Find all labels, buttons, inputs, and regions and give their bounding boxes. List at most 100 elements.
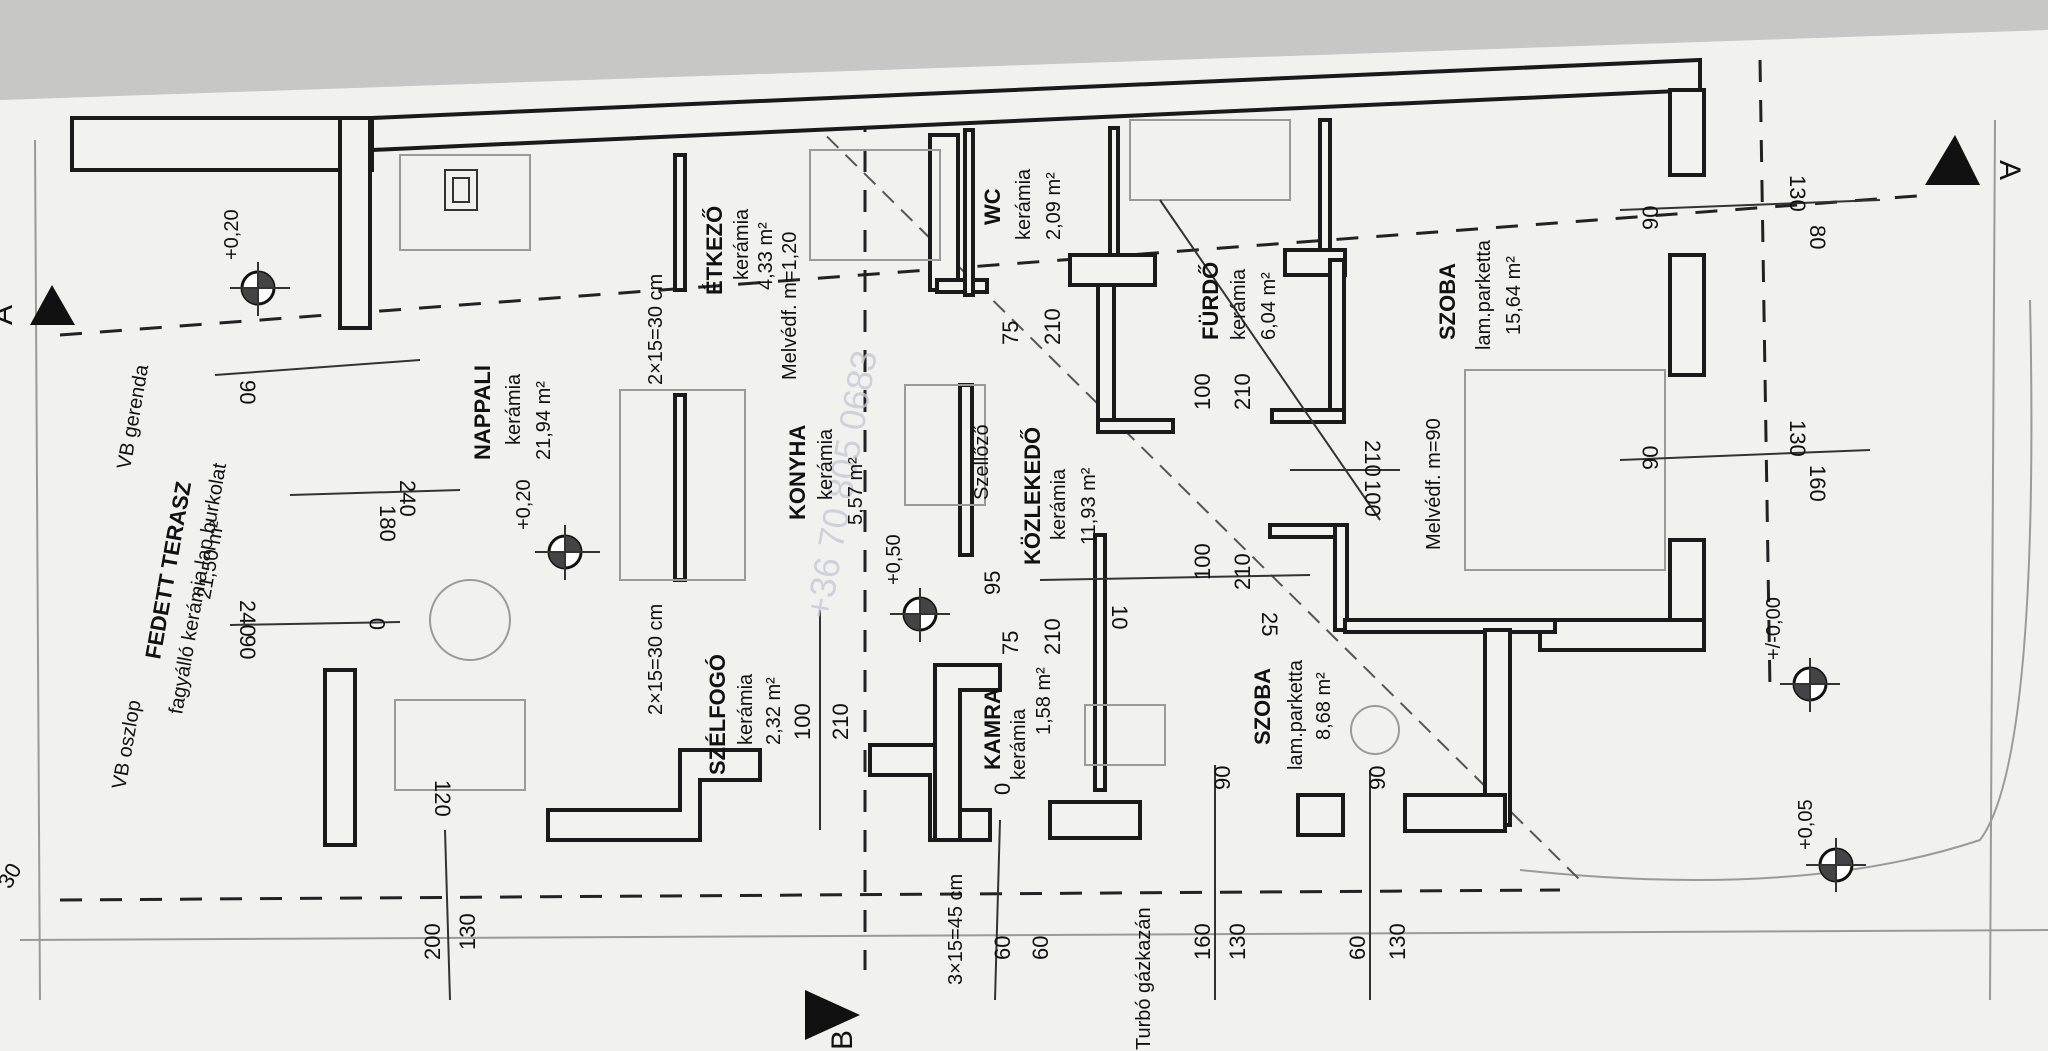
room-area: 2,32 m² [763,677,785,745]
room-szoba-1: SZOBA lam.parketta 15,64 m² [1435,239,1525,350]
room-kozlekedo: KÖZLEKEDŐ kerámia 11,93 m² Szellőző [971,424,1100,565]
fixtures [394,119,1666,791]
room-name: SZÉLFOGÓ [705,654,730,775]
room-szelfogo: SZÉLFOGÓ kerámia 2,32 m² [705,654,785,775]
level-text: +0,20 [221,209,243,260]
room-kamra: KAMRA kerámia 1,58 m² [980,667,1055,780]
dim-label: 210 [1040,308,1065,345]
dim-label: 210 [1040,618,1065,655]
level-text: +/-0,00 [1763,597,1785,660]
dim-label: 210 [1230,373,1255,410]
room-napali: NAPPALI kerámia 21,94 m² +0,20 [470,365,555,530]
dim-label: 60 [990,936,1015,960]
room-name: FÜRDŐ [1198,262,1223,340]
dim-label: 95 [980,571,1005,595]
room-floor: kerámia [735,673,757,745]
room-area: 2,09 m² [1043,172,1065,240]
section-label-b: B [826,1030,859,1050]
room-name: SZOBA [1250,668,1275,745]
stair-note: 2×15=30 cm [645,604,667,715]
section-lines [59,59,1931,970]
parapet-note: Melvédf. m=90 [1423,418,1445,550]
dim-label: 130 [1785,175,1810,212]
room-area: 6,04 m² [1258,272,1280,340]
room-area: 1,58 m² [1033,667,1055,735]
stair-note: 2×15=30 cm [645,274,667,385]
room-furdo: FÜRDŐ kerámia 6,04 m² [1198,262,1280,340]
section-label-a-top: A [0,305,19,325]
dim-label: 100 [1190,373,1215,410]
room-name: NAPPALI [470,365,495,460]
dim-label: 130 [1785,420,1810,457]
room-floor: kerámia [1008,708,1030,780]
section-b-triangle [805,990,860,1040]
dim-label: 160 [1805,465,1830,502]
level-text: +0,05 [1795,799,1817,850]
room-area: 15,64 m² [1503,256,1525,335]
room-floor: lam.parketta [1473,239,1495,350]
level-marker [535,525,600,580]
dim-label: 60 [1345,936,1370,960]
dim-label: 100 [790,703,815,740]
dim-label: 180 [375,505,400,542]
dim-label: 90 [235,380,260,404]
dim-label: 90 [1638,206,1663,230]
walls [70,57,1706,847]
level-marker [230,262,290,316]
stair-note: 3×15=45 cm [945,874,967,985]
dim-label: 120 [430,780,455,817]
dim-label: 0 [990,783,1015,795]
level-marker [1806,838,1866,892]
dim-label: 25 [1257,612,1282,636]
dim-label: 90 [1365,766,1390,790]
dim-label: 60 [1028,936,1053,960]
room-floor: kerámia [1048,468,1070,540]
dim-label: 160 [1190,923,1215,960]
dim-label: 210 [1230,553,1255,590]
dim-label: 100 [1190,543,1215,580]
dim-label: 0 [365,618,390,630]
dim-label: 75 [998,321,1023,345]
room-floor: kerámia [731,208,753,280]
room-name: WC [980,188,1005,225]
room-konyha: KONYHA kerámia 5,57 m² +0,50 [785,425,905,585]
dim-label: 90 [1638,446,1663,470]
room-szoba-2: SZOBA lam.parketta 8,68 m² [1250,659,1335,770]
level-text: +0,50 [883,534,905,585]
room-note: Melvédf. m=1,20 [779,232,801,380]
dimension-lines [214,199,1881,1001]
room-floor: lam.parketta [1285,659,1307,770]
vent-label: Szellőző [971,424,993,500]
room-area: 8,68 m² [1313,672,1335,740]
room-floor: kerámia [1228,268,1250,340]
level-marker [890,588,950,642]
room-name: KÖZLEKEDŐ [1020,427,1045,565]
dim-label: 10 [1107,605,1132,629]
room-area: 21,94 m² [533,381,555,460]
dim-label: 75 [998,631,1023,655]
room-name: KAMRA [980,688,1005,770]
section-a-right-triangle [1925,135,1980,185]
room-name: KONYHA [785,425,810,520]
room-wc: WC kerámia 2,09 m² [980,168,1065,240]
dim-label: 240 [395,480,420,517]
paper-sheet [0,30,2048,1051]
dim-label: 90 [1210,766,1235,790]
room-floor: kerámia [1013,168,1035,240]
level-text: +0,20 [513,479,535,530]
room-etkezo: ÉTKEZŐ kerámia 4,33 m² Melvédf. m=1,20 [702,206,801,380]
dim-label: 210 [1360,440,1385,477]
dim-label: 130 [1225,923,1250,960]
room-floor: kerámia [503,373,525,445]
reference-lines [19,119,2048,1001]
room-area: 11,93 m² [1078,467,1100,545]
room-name: ÉTKEZŐ [702,206,727,295]
dim-label: 200 [420,923,445,960]
boiler-label: Turbó gázkazán [1133,907,1155,1050]
paper-shadow [0,0,2048,100]
level-markers [230,262,1866,892]
room-area: 4,33 m² [755,222,777,290]
level-marker [1780,658,1840,712]
dim-label: 100 [1360,480,1385,517]
